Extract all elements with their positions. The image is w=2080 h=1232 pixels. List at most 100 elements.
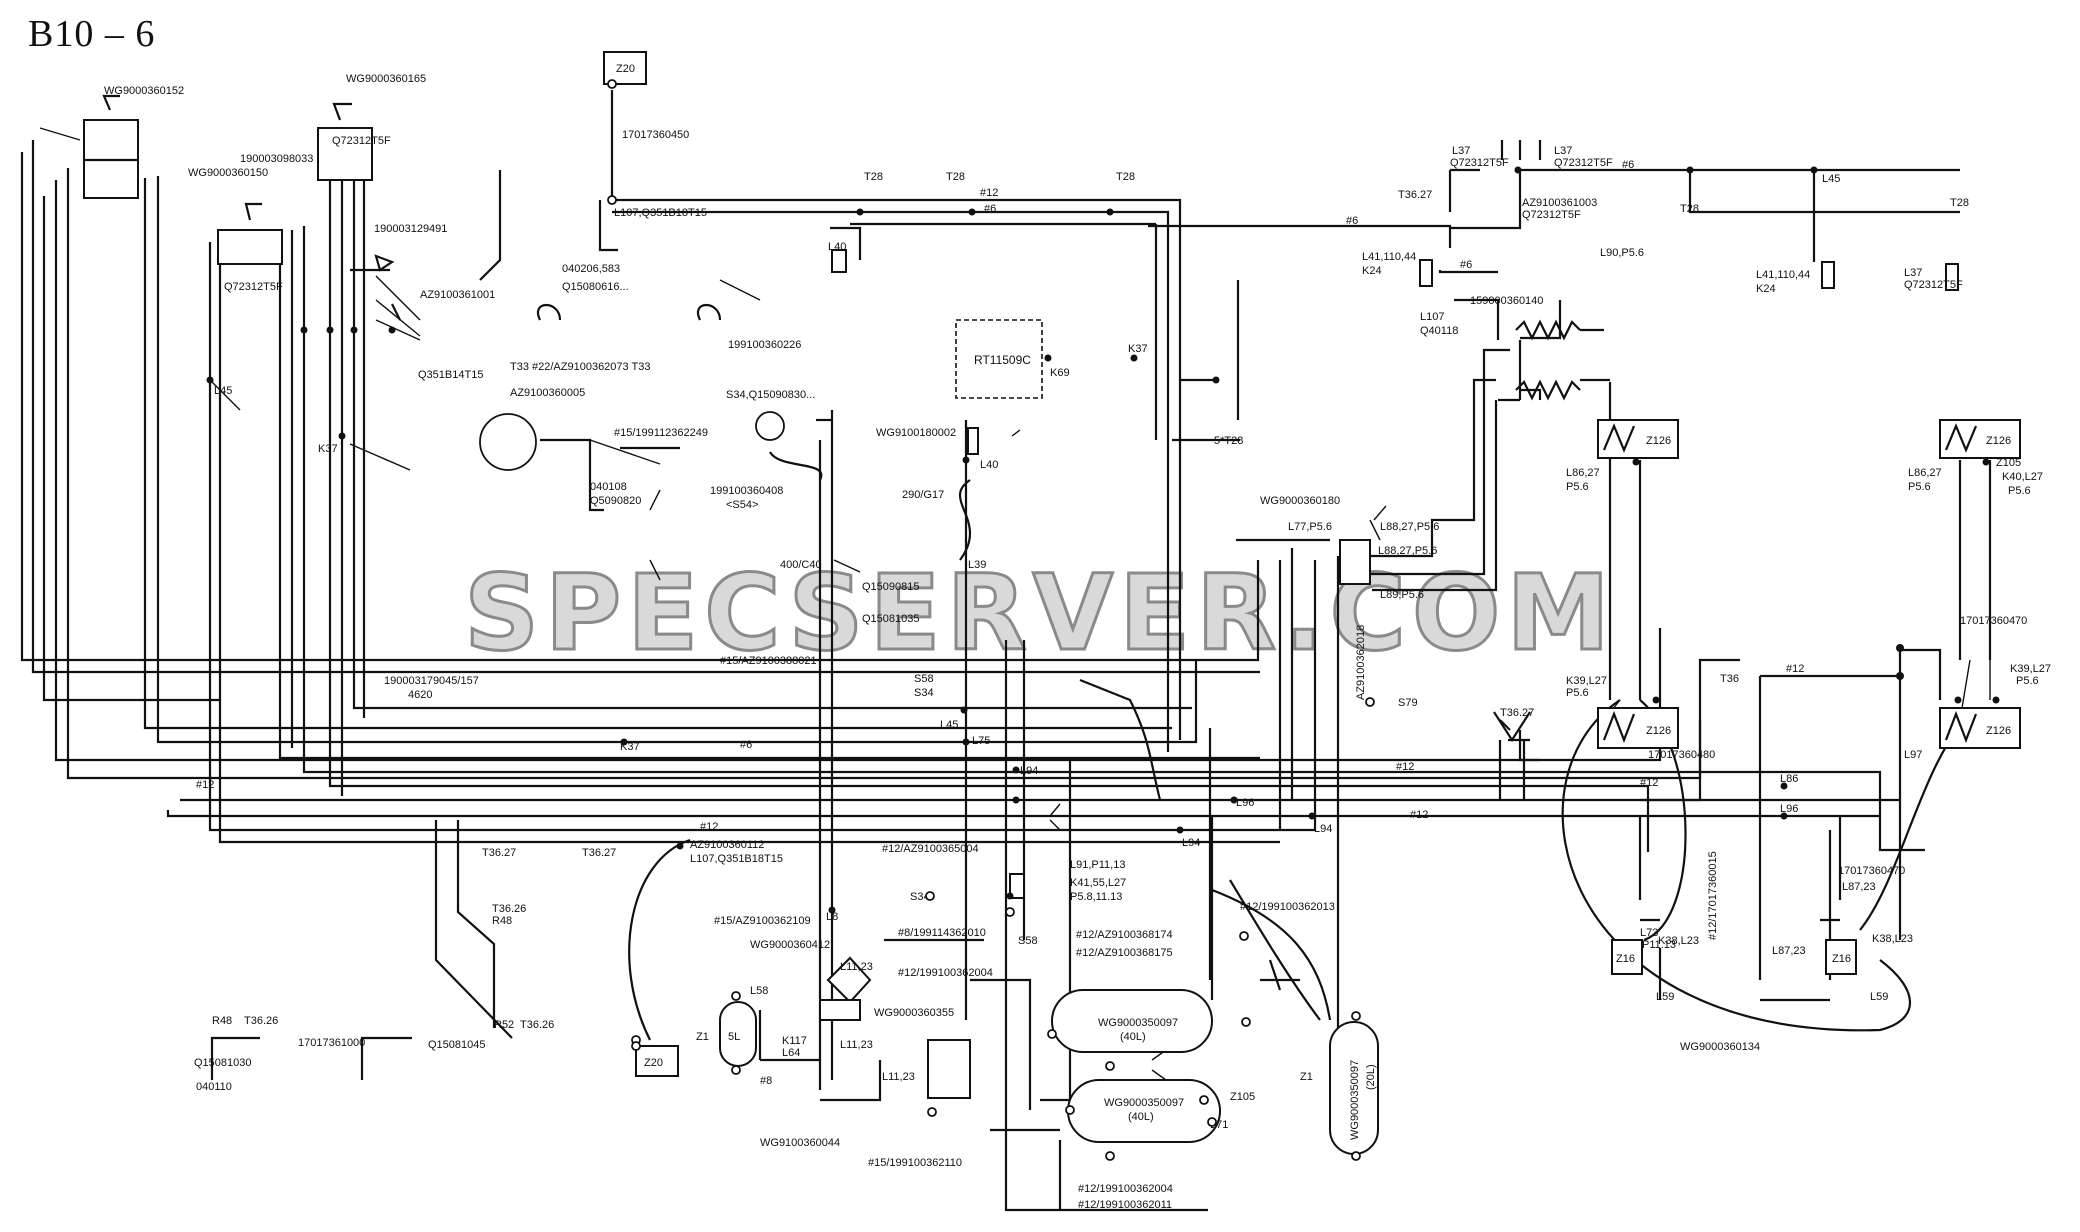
label-l73-right: L73 bbox=[1640, 927, 1658, 939]
label-040108: 040108 bbox=[590, 481, 627, 493]
label-l94-c: L94 bbox=[1314, 823, 1332, 835]
label-k41: K41,55,L27 bbox=[1070, 877, 1126, 889]
label-l8: L8 bbox=[826, 911, 838, 923]
label-az9100362073: T33 #22/AZ9100362073 T33 bbox=[510, 361, 650, 373]
label-k37-rt: K37 bbox=[1128, 343, 1148, 355]
label-wg9000360152: WG9000360152 bbox=[104, 85, 184, 97]
label-l86-right: L86,27 bbox=[1908, 467, 1942, 479]
label-q15081035: Q15081035 bbox=[862, 613, 920, 625]
valve-block-wg9000360180 bbox=[1339, 539, 1371, 585]
label-z126-3: Z126 bbox=[1646, 725, 1671, 737]
label-t36-27-top: T36.27 bbox=[1398, 189, 1432, 201]
label-t28-b: T28 bbox=[946, 171, 965, 183]
valve-wg9000360412 bbox=[826, 956, 872, 1004]
label-l37-far-right: L37 bbox=[1904, 267, 1922, 279]
relay-wg9000360165 bbox=[317, 127, 373, 181]
label-6-mid: #6 bbox=[1346, 215, 1358, 227]
label-tank-20l-capacity: (20L) bbox=[1365, 1064, 1377, 1090]
label-az9100360112: AZ9100360112 bbox=[690, 839, 764, 851]
label-t28-c: T28 bbox=[1116, 171, 1135, 183]
label-p56-right: P5.6 bbox=[1908, 481, 1931, 493]
label-z126-1: Z126 bbox=[1646, 435, 1671, 447]
label-t36-27-a: T36.27 bbox=[482, 847, 516, 859]
valve-z126-2 bbox=[1939, 419, 2021, 459]
label-wg9000360180: WG9000360180 bbox=[1260, 495, 1340, 507]
junction-nodes bbox=[206, 166, 2000, 916]
label-p56-k39-right: P5.6 bbox=[2016, 675, 2039, 687]
label-l11-a: L11,23 bbox=[840, 961, 873, 973]
label-199112362249: #15/199112362249 bbox=[614, 427, 708, 439]
label-17017360015: #12/17017360015 bbox=[1707, 851, 1719, 940]
label-l40-mid: L40 bbox=[980, 459, 998, 471]
label-199100362013: #12/199100362013 bbox=[1240, 901, 1335, 913]
valve-z16-right bbox=[1825, 939, 1857, 975]
component-labels: WG9000360152 WG9000360165 190003098033 W… bbox=[104, 63, 2051, 1211]
label-wg9000360412: WG9000360412 bbox=[750, 939, 830, 951]
label-5t28: 5*T28 bbox=[1214, 435, 1243, 447]
label-wg9000360165: WG9000360165 bbox=[346, 73, 426, 85]
label-t36-26-b: T36.26 bbox=[492, 903, 526, 915]
terminals bbox=[607, 79, 1375, 1161]
label-r48-a: R48 bbox=[212, 1015, 232, 1027]
label-l91-a: L91,P11,13 bbox=[1070, 859, 1125, 871]
label-s79-upper: S79 bbox=[1398, 697, 1418, 709]
label-199100362110: #15/199100362110 bbox=[868, 1157, 962, 1169]
label-k39-right: K39,L27 bbox=[2010, 663, 2051, 675]
label-az9100360005: AZ9100360005 bbox=[510, 387, 585, 399]
label-l94-b: L94 bbox=[1182, 837, 1200, 849]
label-tank-5l: 5L bbox=[728, 1031, 740, 1043]
label-17017361000: 17017361000 bbox=[298, 1037, 365, 1049]
switch-z15 bbox=[1009, 873, 1025, 899]
components bbox=[83, 51, 2021, 1155]
label-q15081045: Q15081045 bbox=[428, 1039, 486, 1051]
label-p56-left: P5.6 bbox=[1566, 481, 1589, 493]
valve-z126-3 bbox=[1597, 707, 1679, 749]
label-wg9100180002: WG9100180002 bbox=[876, 427, 956, 439]
switch-l41 bbox=[1419, 259, 1433, 287]
sensor-l40-top bbox=[831, 249, 847, 273]
connector-z20-top bbox=[603, 51, 647, 85]
label-k38-a: K38,L23 bbox=[1658, 935, 1699, 947]
label-12-mid: #12 bbox=[700, 821, 718, 833]
label-tank-lower-part: WG9000350097 bbox=[1104, 1097, 1184, 1109]
label-p56-k40: P5.6 bbox=[2008, 485, 2031, 497]
label-l87-mid: L87,23 bbox=[1772, 945, 1806, 957]
label-t36-27-b: T36.27 bbox=[582, 847, 616, 859]
label-k69: K69 bbox=[1050, 367, 1070, 379]
label-l41-left: L41,110,44 bbox=[1362, 251, 1416, 263]
label-k24-right: K24 bbox=[1756, 283, 1776, 295]
label-199100362004-a: #12/199100362004 bbox=[898, 967, 993, 979]
label-wg9000360134: WG9000360134 bbox=[1680, 1041, 1760, 1053]
label-190003129491: 190003129491 bbox=[374, 223, 447, 235]
label-l39: L39 bbox=[968, 559, 986, 571]
label-12-right-c: #12 bbox=[1640, 777, 1658, 789]
label-az9100362109: #15/AZ9100362109 bbox=[714, 915, 811, 927]
label-z105-lower: Z105 bbox=[1230, 1091, 1255, 1103]
label-290-g17: 290/G17 bbox=[902, 489, 944, 501]
label-z20-top: Z20 bbox=[616, 63, 635, 75]
label-z1-b: Z1 bbox=[1300, 1071, 1313, 1083]
label-t36-26-c: T36.26 bbox=[520, 1019, 554, 1031]
label-t28-e: T28 bbox=[1950, 197, 1969, 209]
label-r52: R52 bbox=[494, 1019, 514, 1031]
label-l86-b: L86 bbox=[1780, 773, 1798, 785]
label-6-right: #6 bbox=[1622, 159, 1634, 171]
label-12-top: #12 bbox=[980, 187, 998, 199]
label-l87-right: L87,23 bbox=[1842, 881, 1876, 893]
label-17017360450-top: 17017360450 bbox=[622, 129, 689, 141]
label-k38-b: K38,L23 bbox=[1872, 933, 1913, 945]
label-tank-upper-capacity: (40L) bbox=[1120, 1031, 1146, 1043]
label-tank-20l-part: WG9000350097 bbox=[1349, 1060, 1361, 1140]
switch-l37-right bbox=[1945, 263, 1959, 291]
label-q40118: Q40118 bbox=[1420, 325, 1458, 337]
label-l97: L97 bbox=[1904, 749, 1922, 761]
label-z20-bottom: Z20 bbox=[644, 1057, 663, 1069]
label-az9100361003: AZ9100361003 bbox=[1522, 197, 1597, 209]
label-199114362010: #8/199114362010 bbox=[898, 927, 986, 939]
label-4620: 4620 bbox=[408, 689, 432, 701]
label-190003098033: 190003098033 bbox=[240, 153, 313, 165]
label-q72312t5f-left: Q72312T5F bbox=[224, 281, 283, 293]
label-q72312t5f-right: Q72312T5F bbox=[1554, 157, 1613, 169]
label-s58-top: S58 bbox=[914, 673, 934, 685]
label-12-right-d: #12 bbox=[1786, 663, 1804, 675]
